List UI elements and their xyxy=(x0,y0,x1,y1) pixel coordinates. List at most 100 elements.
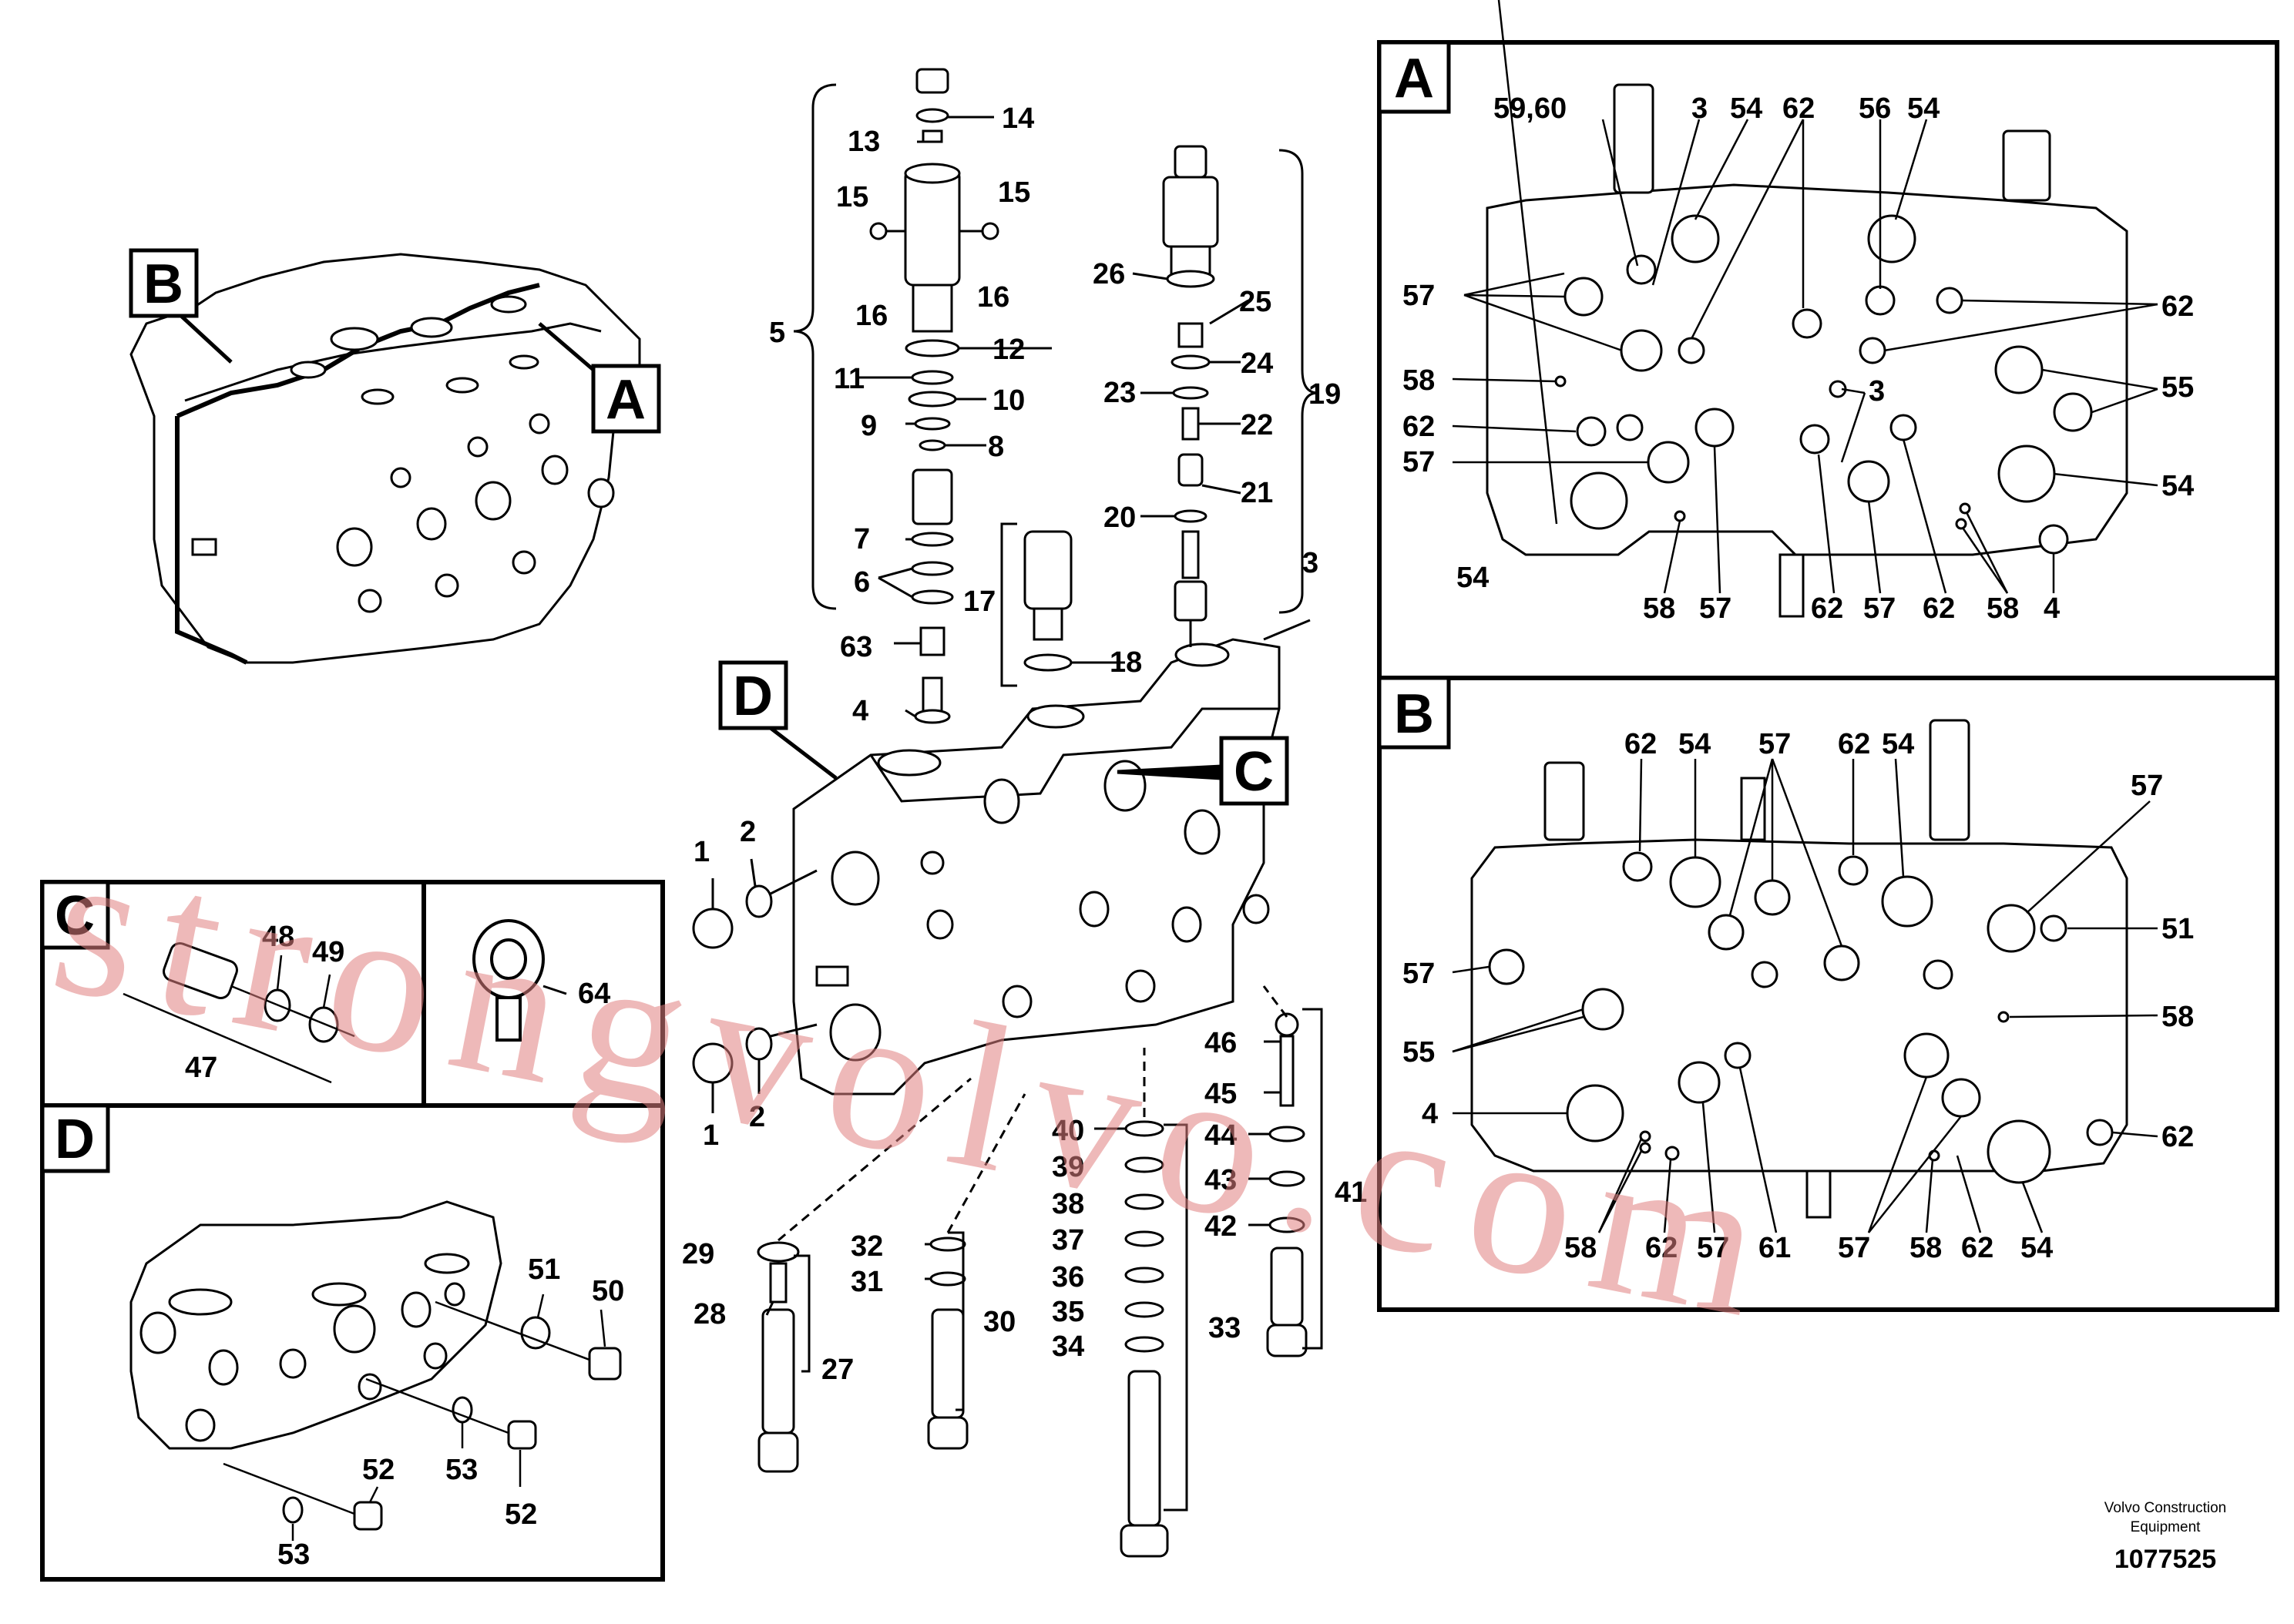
label: 53 xyxy=(277,1538,310,1571)
label: 4 xyxy=(1422,1098,1438,1130)
label: 3 xyxy=(1302,547,1318,579)
label: 20 xyxy=(1103,502,1136,534)
label: 1 xyxy=(703,1119,719,1152)
label: 54 xyxy=(1456,562,1489,594)
label: 29 xyxy=(682,1238,714,1270)
detail-box-d: D xyxy=(40,1103,665,1582)
label: 12 xyxy=(992,334,1025,366)
label: 26 xyxy=(1093,258,1125,290)
box-b-labels: 62 54 57 62 54 57 57 51 58 55 4 62 58 62… xyxy=(1402,728,2194,1264)
box-d-leaders xyxy=(223,1293,606,1541)
label: 46 xyxy=(1204,1027,1237,1059)
exploded-labels: 14 13 15 15 16 16 5 12 11 10 9 8 7 6 17 … xyxy=(682,102,1367,1386)
box-c-leaders xyxy=(123,955,355,1084)
label: 52 xyxy=(505,1498,537,1531)
label: 15 xyxy=(998,176,1030,209)
label: 57 xyxy=(1402,958,1435,990)
label: 3 xyxy=(1691,92,1708,125)
guide-lines xyxy=(778,985,1288,1242)
label: 32 xyxy=(851,1230,883,1263)
label: 52 xyxy=(362,1454,395,1486)
label: 44 xyxy=(1204,1119,1237,1152)
label: 54 xyxy=(1730,92,1762,125)
spool-stack-left xyxy=(869,68,999,724)
label: 4 xyxy=(2044,592,2060,625)
label: 6 xyxy=(854,566,870,599)
label: 37 xyxy=(1052,1224,1084,1257)
label: 57 xyxy=(1697,1232,1729,1264)
box-b-label: B xyxy=(1394,683,1434,745)
label: 62 xyxy=(2161,1121,2194,1153)
label: 58 xyxy=(1987,592,2019,625)
label: 62 xyxy=(1402,411,1435,443)
label: 54 xyxy=(1678,728,1711,760)
label: 58 xyxy=(1564,1232,1597,1264)
label: 22 xyxy=(1241,409,1273,441)
company-name: Volvo Construction xyxy=(2104,1500,2226,1516)
label: 30 xyxy=(983,1306,1016,1338)
label: 39 xyxy=(1052,1151,1084,1183)
label: 38 xyxy=(1052,1188,1084,1220)
label: 16 xyxy=(977,281,1009,314)
label: 7 xyxy=(854,523,870,555)
overview-callout-b: B xyxy=(143,253,183,315)
label: 28 xyxy=(694,1298,726,1330)
label: 10 xyxy=(992,384,1025,417)
label: 4 xyxy=(852,695,868,727)
label: 45 xyxy=(1204,1078,1237,1110)
label: 14 xyxy=(1002,102,1034,135)
label: 62 xyxy=(1624,728,1657,760)
label: 2 xyxy=(740,816,756,848)
label: 57 xyxy=(1402,446,1435,478)
label: 51 xyxy=(528,1253,560,1286)
label: 35 xyxy=(1052,1296,1084,1328)
label: 41 xyxy=(1335,1176,1367,1209)
label: 24 xyxy=(1241,347,1273,380)
label: 57 xyxy=(1838,1232,1870,1264)
label: 57 xyxy=(1863,592,1896,625)
overview-callout-a: A xyxy=(606,369,646,431)
company-name-line2: Equipment xyxy=(2131,1519,2202,1535)
label: 50 xyxy=(592,1275,624,1307)
label: 62 xyxy=(1645,1232,1678,1264)
detail-box-b: B xyxy=(1377,676,2279,1312)
callouts xyxy=(129,248,1289,806)
label: 56 xyxy=(1859,92,1891,125)
label: 47 xyxy=(185,1052,217,1084)
label: 62 xyxy=(1811,592,1843,625)
drawing-number: 1077525 xyxy=(2114,1545,2216,1574)
box-a-labels: 59,60 3 54 62 56 54 57 62 58 55 62 3 57 … xyxy=(1402,92,2194,625)
box-b-leaders xyxy=(1452,758,2158,1233)
label: 19 xyxy=(1308,378,1341,411)
overview-valve-drawing xyxy=(129,253,641,665)
box-b-plate xyxy=(1470,719,2128,1219)
label: 33 xyxy=(1208,1312,1241,1344)
label: 3 xyxy=(1869,375,1885,408)
label: 57 xyxy=(1402,280,1435,312)
label: 58 xyxy=(1643,592,1675,625)
label: 5 xyxy=(769,317,785,349)
main-callout-c: C xyxy=(1234,741,1274,803)
detail-box-a: A xyxy=(1377,0,2279,680)
label: 58 xyxy=(1402,364,1435,397)
label: 23 xyxy=(1103,377,1136,409)
label: 61 xyxy=(1758,1232,1791,1264)
label: 53 xyxy=(445,1454,478,1486)
box-a-plate xyxy=(1486,83,2128,618)
label: 25 xyxy=(1239,286,1271,318)
label: 54 xyxy=(2020,1232,2053,1264)
label: 57 xyxy=(2131,770,2163,802)
label: 40 xyxy=(1052,1115,1084,1147)
spool-stack-right xyxy=(1023,145,1311,672)
label: 58 xyxy=(2161,1001,2194,1033)
label: 8 xyxy=(988,431,1004,463)
label: 62 xyxy=(2161,290,2194,323)
label: 57 xyxy=(1758,728,1791,760)
label: 59,60 xyxy=(1493,92,1567,125)
label: 62 xyxy=(1961,1232,1993,1264)
main-callout-d: D xyxy=(733,666,773,727)
box-a-leaders xyxy=(1452,0,2158,594)
label: 31 xyxy=(851,1266,883,1298)
label: 62 xyxy=(1923,592,1955,625)
